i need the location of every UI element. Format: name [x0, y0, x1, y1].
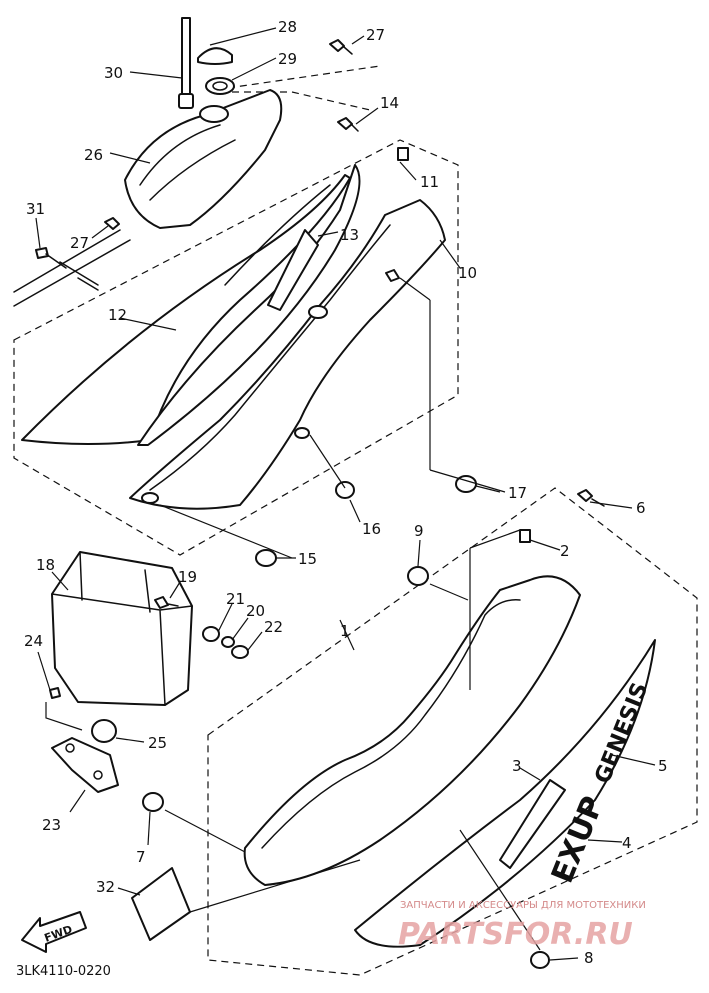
- battery-box: [51, 551, 193, 706]
- grommets: [91, 475, 550, 969]
- callout-26: 26: [84, 146, 103, 164]
- callout-27a: 27: [366, 26, 385, 44]
- callout-18: 18: [36, 556, 55, 574]
- watermark-site: PARTSFOR.RU: [398, 917, 633, 952]
- callout-24: 24: [24, 632, 43, 650]
- callout-16: 16: [362, 520, 381, 538]
- bolts-upper: [13, 39, 359, 307]
- callout-1: 1: [340, 622, 350, 640]
- callout-28: 28: [278, 18, 297, 36]
- callout-31: 31: [26, 200, 45, 218]
- callout-10: 10: [458, 264, 477, 282]
- callout-8: 8: [584, 949, 594, 967]
- watermark-tagline: ЗАПЧАСТИ И АКСЕССУАРЫ ДЛЯ МОТОТЕХНИКИ: [400, 900, 646, 911]
- cap: [197, 47, 233, 65]
- assembly-boxes: [13, 65, 698, 976]
- callout-22: 22: [264, 618, 283, 636]
- callout-11: 11: [420, 173, 439, 191]
- callout-20: 20: [246, 602, 265, 620]
- pad: [131, 867, 191, 941]
- callout-19: 19: [178, 568, 197, 586]
- callout-3: 3: [512, 757, 522, 775]
- callout-27b: 27: [70, 234, 89, 252]
- callout-9: 9: [414, 522, 424, 540]
- callout-21: 21: [226, 590, 245, 608]
- watermark: ЗАПЧАСТИ И АКСЕССУАРЫ ДЛЯ МОТОТЕХНИКИ PA…: [398, 900, 646, 952]
- bolts-lower: [577, 489, 605, 507]
- callout-29: 29: [278, 50, 297, 68]
- callout-12: 12: [108, 306, 127, 324]
- seal-ring: [205, 77, 235, 95]
- callouts: 1 2 3 4 5 6 7 8 9 10 11 12 13 14 15 16 1…: [24, 18, 668, 967]
- callout-7: 7: [136, 848, 146, 866]
- callout-14: 14: [380, 94, 399, 112]
- callout-15: 15: [298, 550, 317, 568]
- upper-side-cover: [21, 164, 361, 446]
- decal-panel: [354, 639, 656, 948]
- callout-25: 25: [148, 734, 167, 752]
- callout-30: 30: [104, 64, 123, 82]
- callout-2: 2: [560, 542, 570, 560]
- callout-5: 5: [658, 757, 668, 775]
- callout-4: 4: [622, 834, 632, 852]
- side-rail: [129, 147, 446, 510]
- vent-pipe: [178, 17, 194, 109]
- callout-13: 13: [340, 226, 359, 244]
- callout-6: 6: [636, 499, 646, 517]
- callout-17: 17: [508, 484, 527, 502]
- diagram-code: 3LK4110-0220: [16, 964, 111, 979]
- bracket: [45, 687, 119, 793]
- leader-lines: [35, 27, 656, 961]
- callout-23: 23: [42, 816, 61, 834]
- lower-side-cover: [243, 529, 581, 886]
- callout-32: 32: [96, 878, 115, 896]
- forward-arrow: FWD: [21, 911, 87, 953]
- fuel-tank-cover: [124, 89, 283, 229]
